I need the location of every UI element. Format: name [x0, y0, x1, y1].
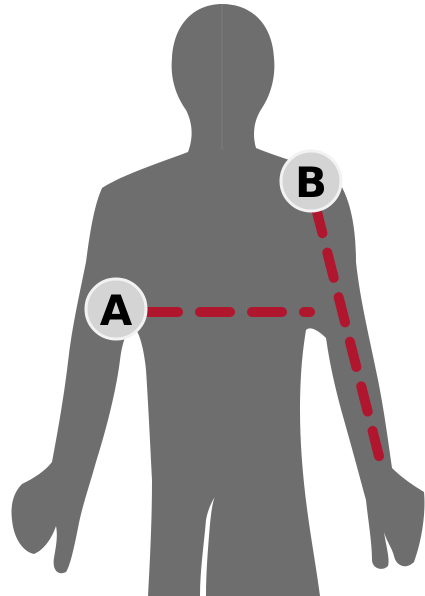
marker-b: B	[281, 151, 341, 211]
body-silhouette	[11, 4, 424, 596]
marker-a-label: A	[100, 286, 133, 335]
marker-a: A	[86, 279, 146, 339]
body-shape	[11, 4, 424, 596]
marker-b-label: B	[295, 158, 327, 207]
